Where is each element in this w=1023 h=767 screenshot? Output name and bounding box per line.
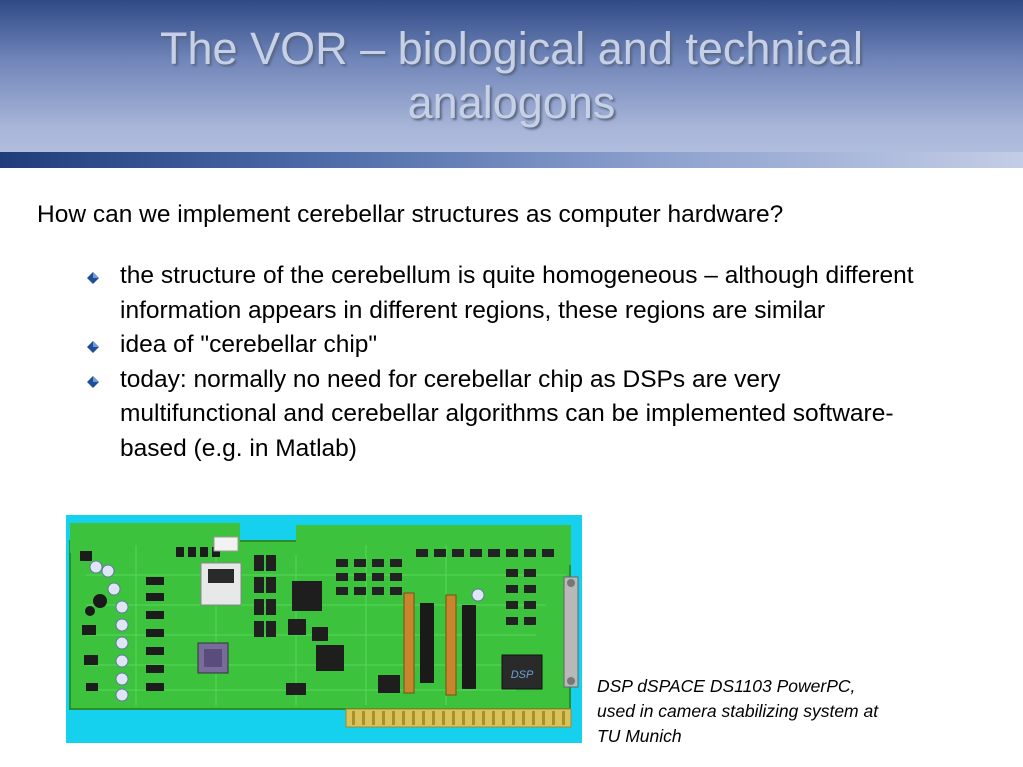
bullet-text: the structure of the cerebellum is quite… [120, 262, 914, 324]
bullet-item: idea of "cerebellar chip" [84, 328, 964, 363]
bullet-diamond-icon [87, 341, 99, 353]
caption-line-2: used in camera stabilizing system at [597, 701, 879, 721]
title-banner: The VOR – biological and technical analo… [0, 0, 1023, 168]
caption-line-1: DSP dSPACE DS1103 PowerPC, [597, 676, 856, 696]
circuit-board-illustration: DSP [69, 523, 579, 728]
bullet-diamond-icon [87, 272, 99, 284]
intro-question: How can we implement cerebellar structur… [37, 201, 784, 228]
slide-title-line-2: analogons [407, 77, 616, 128]
caption-line-3: TU Munich [597, 726, 682, 746]
bullet-text: today: normally no need for cerebellar c… [120, 365, 894, 462]
dsp-board-photo: DSP [66, 515, 582, 743]
bullet-item: today: normally no need for cerebellar c… [84, 363, 910, 467]
bullet-text: idea of "cerebellar chip" [120, 331, 378, 358]
slide-title: The VOR – biological and technical analo… [0, 22, 1023, 130]
banner-stripe [0, 152, 1023, 168]
bullet-list: the structure of the cerebellum is quite… [84, 259, 964, 466]
photo-caption: DSP dSPACE DS1103 PowerPC, used in camer… [597, 674, 878, 749]
dsp-chip-label: DSP [511, 669, 534, 681]
bullet-item: the structure of the cerebellum is quite… [84, 259, 920, 328]
bullet-diamond-icon [87, 375, 99, 388]
slide-title-line-1: The VOR – biological and technical [160, 23, 863, 74]
